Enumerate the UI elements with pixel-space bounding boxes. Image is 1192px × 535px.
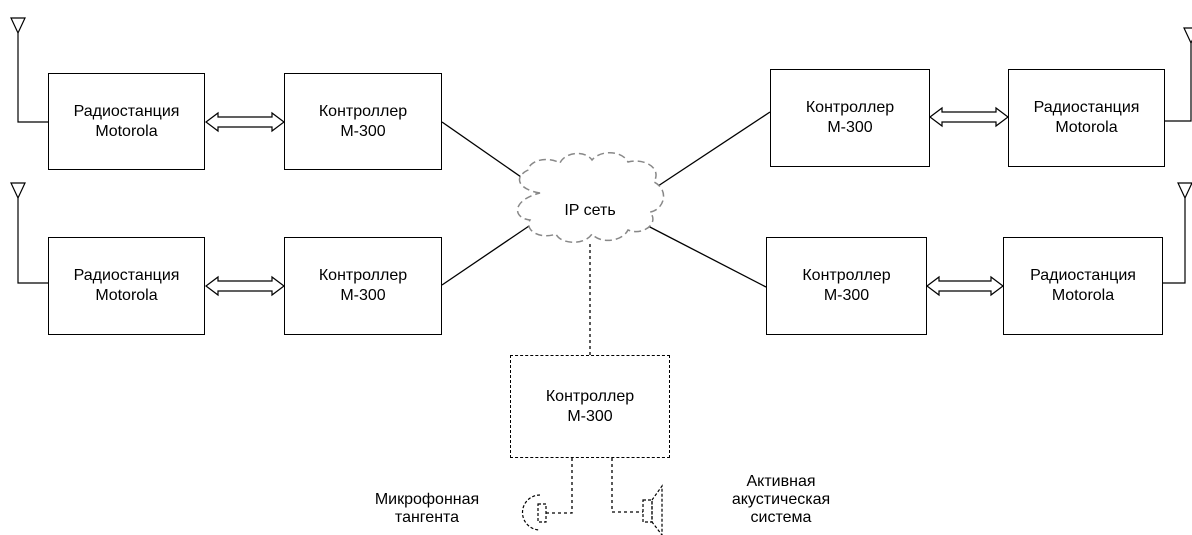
controller-name: Контроллер bbox=[805, 99, 895, 116]
radio-station-box: Радиостанция Motorola bbox=[1003, 237, 1163, 335]
radio-station-model: Motorola bbox=[1051, 287, 1115, 304]
controller-name: Контроллер bbox=[802, 267, 891, 284]
microphone-label: Микрофонная тангента bbox=[362, 491, 492, 527]
controller-box: Контроллер М-300 bbox=[284, 73, 442, 170]
bidirectional-arrow bbox=[929, 106, 1009, 128]
ip-cloud bbox=[516, 152, 665, 243]
controller-model: М-300 bbox=[567, 407, 613, 425]
radio-station-name: Радиостанция bbox=[73, 102, 180, 120]
controller-box: Контроллер М-300 bbox=[766, 237, 927, 335]
ip-network-label: IP сеть bbox=[564, 202, 616, 219]
radio-station-box: Радиостанция Motorola bbox=[1008, 69, 1165, 167]
radio-station-box: Радиостанция Motorola bbox=[48, 237, 205, 335]
bidirectional-arrow bbox=[205, 111, 285, 133]
controller-model: М-300 bbox=[823, 287, 870, 304]
controller-name: Контроллер bbox=[545, 387, 635, 405]
controller-name: Контроллер bbox=[318, 102, 408, 120]
speaker-label-line1: Активная bbox=[746, 473, 816, 490]
controller-name: Контроллер bbox=[318, 267, 408, 284]
controller-model: М-300 bbox=[827, 119, 873, 136]
controller-model: М-300 bbox=[340, 122, 386, 140]
antenna-icon bbox=[1165, 27, 1192, 122]
local-links bbox=[544, 244, 643, 514]
bidirectional-arrow bbox=[205, 275, 285, 297]
network-links bbox=[441, 111, 771, 288]
controller-box: Контроллер М-300 bbox=[770, 69, 930, 167]
radio-station-box: Радиостанция Motorola bbox=[48, 73, 205, 170]
radio-station-name: Радиостанция bbox=[1033, 99, 1140, 116]
speaker-icon bbox=[642, 484, 663, 535]
bidirectional-arrow bbox=[926, 275, 1004, 297]
antenna-icon bbox=[10, 17, 48, 123]
speaker-label-line2: акустическая bbox=[731, 491, 831, 508]
radio-station-model: Motorola bbox=[95, 287, 158, 304]
radio-station-name: Радиостанция bbox=[73, 267, 180, 284]
radio-station-model: Motorola bbox=[95, 122, 158, 140]
controller-box: Контроллер М-300 bbox=[284, 237, 442, 335]
radio-station-model: Motorola bbox=[1055, 119, 1118, 136]
microphone-label-line1: Микрофонная bbox=[374, 491, 480, 508]
microphone-label-line2: тангента bbox=[394, 509, 460, 526]
speaker-label-line3: система bbox=[750, 509, 812, 526]
antenna-icon bbox=[10, 182, 48, 284]
local-controller-box: Контроллер М-300 bbox=[510, 355, 670, 458]
radio-station-name: Радиостанция bbox=[1030, 267, 1136, 284]
controller-model: М-300 bbox=[340, 287, 386, 304]
antenna-icon bbox=[1163, 182, 1192, 284]
speaker-label: Активная акустическая система bbox=[706, 473, 856, 527]
microphone-icon bbox=[521, 494, 547, 531]
